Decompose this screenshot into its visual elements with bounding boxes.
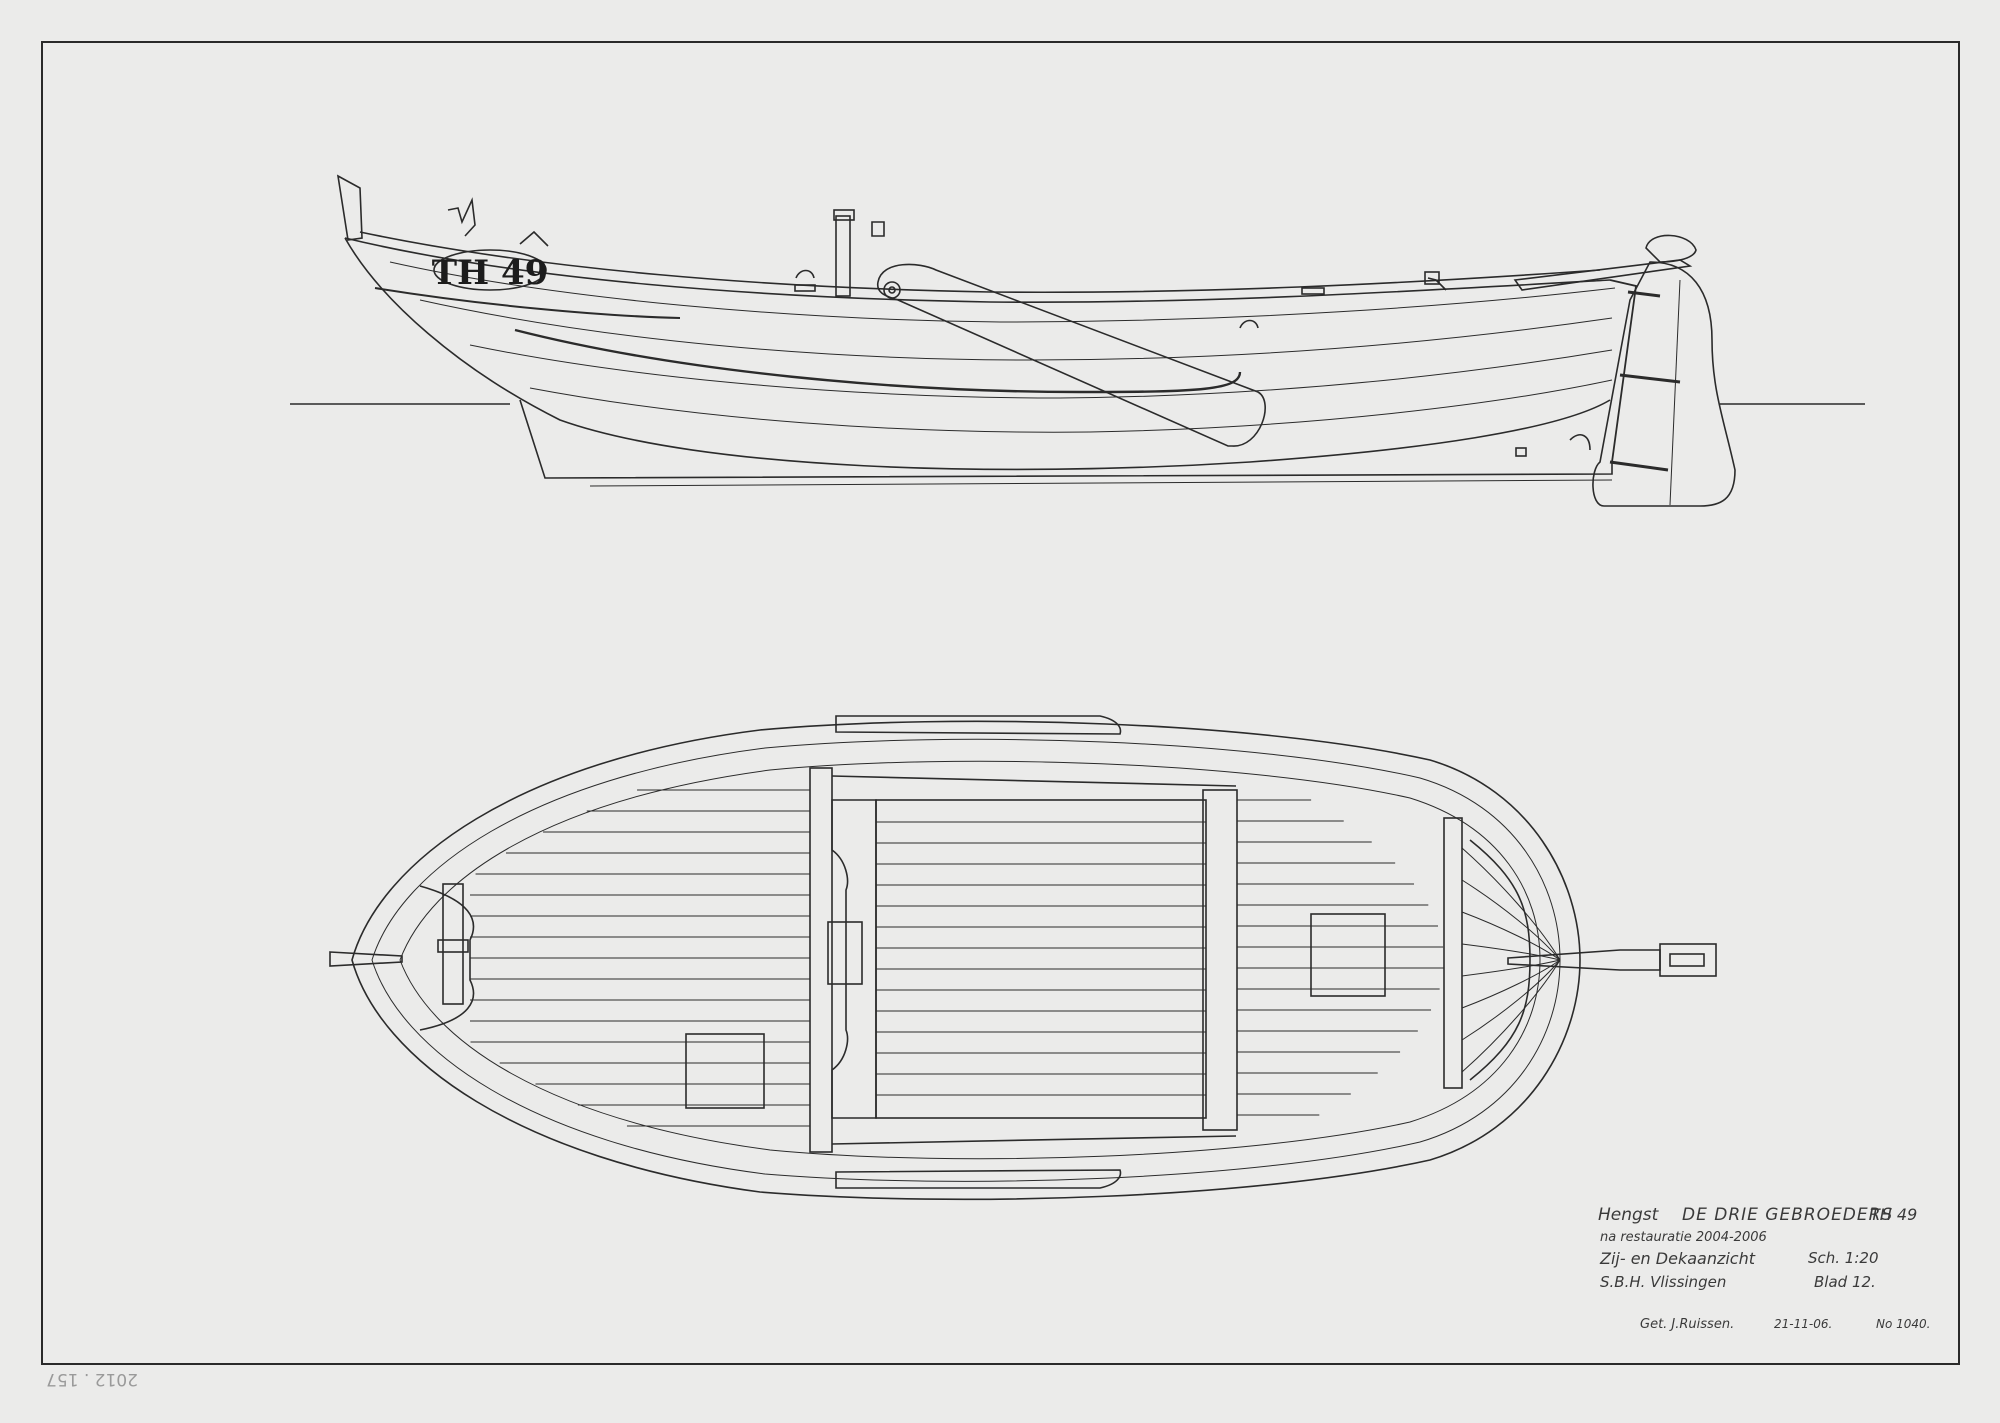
leeboard-pivot	[883, 281, 901, 299]
title-name: DE DRIE GEBROEDERS	[1682, 1205, 1894, 1225]
aft-hatch	[1310, 913, 1386, 997]
deck-fitting-1	[795, 269, 815, 279]
keel-bottom	[589, 479, 1613, 487]
tiller-slot	[1669, 953, 1705, 967]
title-sheet: Blad 12.	[1814, 1273, 1876, 1291]
stern-deck	[1469, 839, 1531, 1081]
leeboard-plan-top	[835, 715, 1122, 735]
bowsprit-stub	[329, 951, 403, 967]
leeboard-plan-bottom	[835, 1169, 1122, 1189]
coaming-outline	[399, 760, 1541, 1160]
hull-registration-text: TH 49	[432, 253, 549, 293]
leeboard-pivot-inner	[888, 286, 896, 294]
deck-planking	[470, 789, 1561, 1127]
deck-plan-view	[329, 715, 1717, 1201]
rudder-blade	[1592, 261, 1736, 507]
aft-cleat-block	[1424, 271, 1440, 285]
title-type: Hengst	[1598, 1205, 1659, 1225]
stern-plank-line	[1461, 959, 1561, 1041]
tabernacle-bracket	[871, 221, 885, 237]
strake-3	[469, 344, 1613, 399]
deck-fitting-4	[1301, 287, 1325, 295]
stern-plank-line	[1461, 959, 1561, 1009]
pencil-archive-note: 2012 . 157	[46, 1369, 138, 1389]
bow-post-plan	[442, 883, 464, 1005]
stern-post	[1609, 279, 1638, 463]
stern-plank-line	[1461, 959, 1561, 977]
title-drawn-by: Get. J.Ruissen.	[1640, 1317, 1735, 1332]
aft-thwart-2	[1443, 817, 1463, 1089]
title-view: Zij- en Dekaanzicht	[1600, 1249, 1756, 1268]
hull-outer-outline	[351, 720, 1581, 1201]
mast-cap	[833, 209, 855, 221]
mast-step-block	[827, 921, 863, 985]
stern-fitting	[1515, 447, 1527, 457]
strake-2	[419, 299, 1613, 361]
aft-thwart	[1202, 789, 1238, 1131]
rubbing-strake-fore	[374, 287, 681, 319]
deck-fitting-3	[794, 284, 816, 292]
pintle-1	[1627, 290, 1661, 298]
title-date: 21-11-06.	[1774, 1317, 1833, 1331]
keel	[519, 399, 1613, 479]
side-deck-top	[831, 775, 1237, 787]
rudder-head	[1645, 234, 1697, 263]
strake-1	[389, 261, 1616, 323]
sheer-line	[344, 237, 1611, 304]
fore-hatch	[685, 1033, 765, 1109]
bow-post-collar	[437, 939, 469, 953]
stern-plank-line	[1461, 959, 1561, 1073]
title-restoration-note: na restauratie 2004-2006	[1600, 1230, 1767, 1245]
side-deck-bottom	[831, 1135, 1237, 1145]
bow-bollard	[447, 197, 476, 237]
fore-thwart	[809, 767, 833, 1153]
title-registration: TH 49	[1870, 1205, 1918, 1224]
hull-outline	[344, 237, 1611, 471]
title-number: No 1040.	[1876, 1317, 1931, 1331]
side-elevation-view	[290, 174, 1865, 507]
deck-fitting-2	[1239, 319, 1259, 329]
mast-partner	[831, 799, 877, 1119]
stern-knee	[1569, 434, 1591, 451]
bow-thwart	[419, 885, 475, 1031]
stern-plank-line	[1461, 879, 1561, 961]
rubbing-strake	[514, 328, 1242, 394]
fore-cleat	[519, 230, 549, 247]
stern-plank-line	[1461, 847, 1561, 961]
drawing-border	[41, 41, 1960, 1365]
mast-tabernacle	[835, 215, 851, 297]
stern-plank-line	[1461, 943, 1561, 961]
title-scale: Sch. 1:20	[1808, 1249, 1879, 1267]
deck-cleat-aft	[1427, 277, 1447, 291]
rudder-seam	[1669, 279, 1681, 506]
pintle-3	[1609, 460, 1669, 472]
strake-4	[529, 379, 1613, 433]
tiller	[1513, 259, 1693, 291]
tiller-end	[1659, 943, 1717, 977]
title-organisation: S.B.H. Vlissingen	[1600, 1273, 1727, 1291]
stem-post	[336, 174, 363, 241]
pintle-2	[1619, 373, 1681, 384]
registration-oval	[433, 249, 547, 291]
